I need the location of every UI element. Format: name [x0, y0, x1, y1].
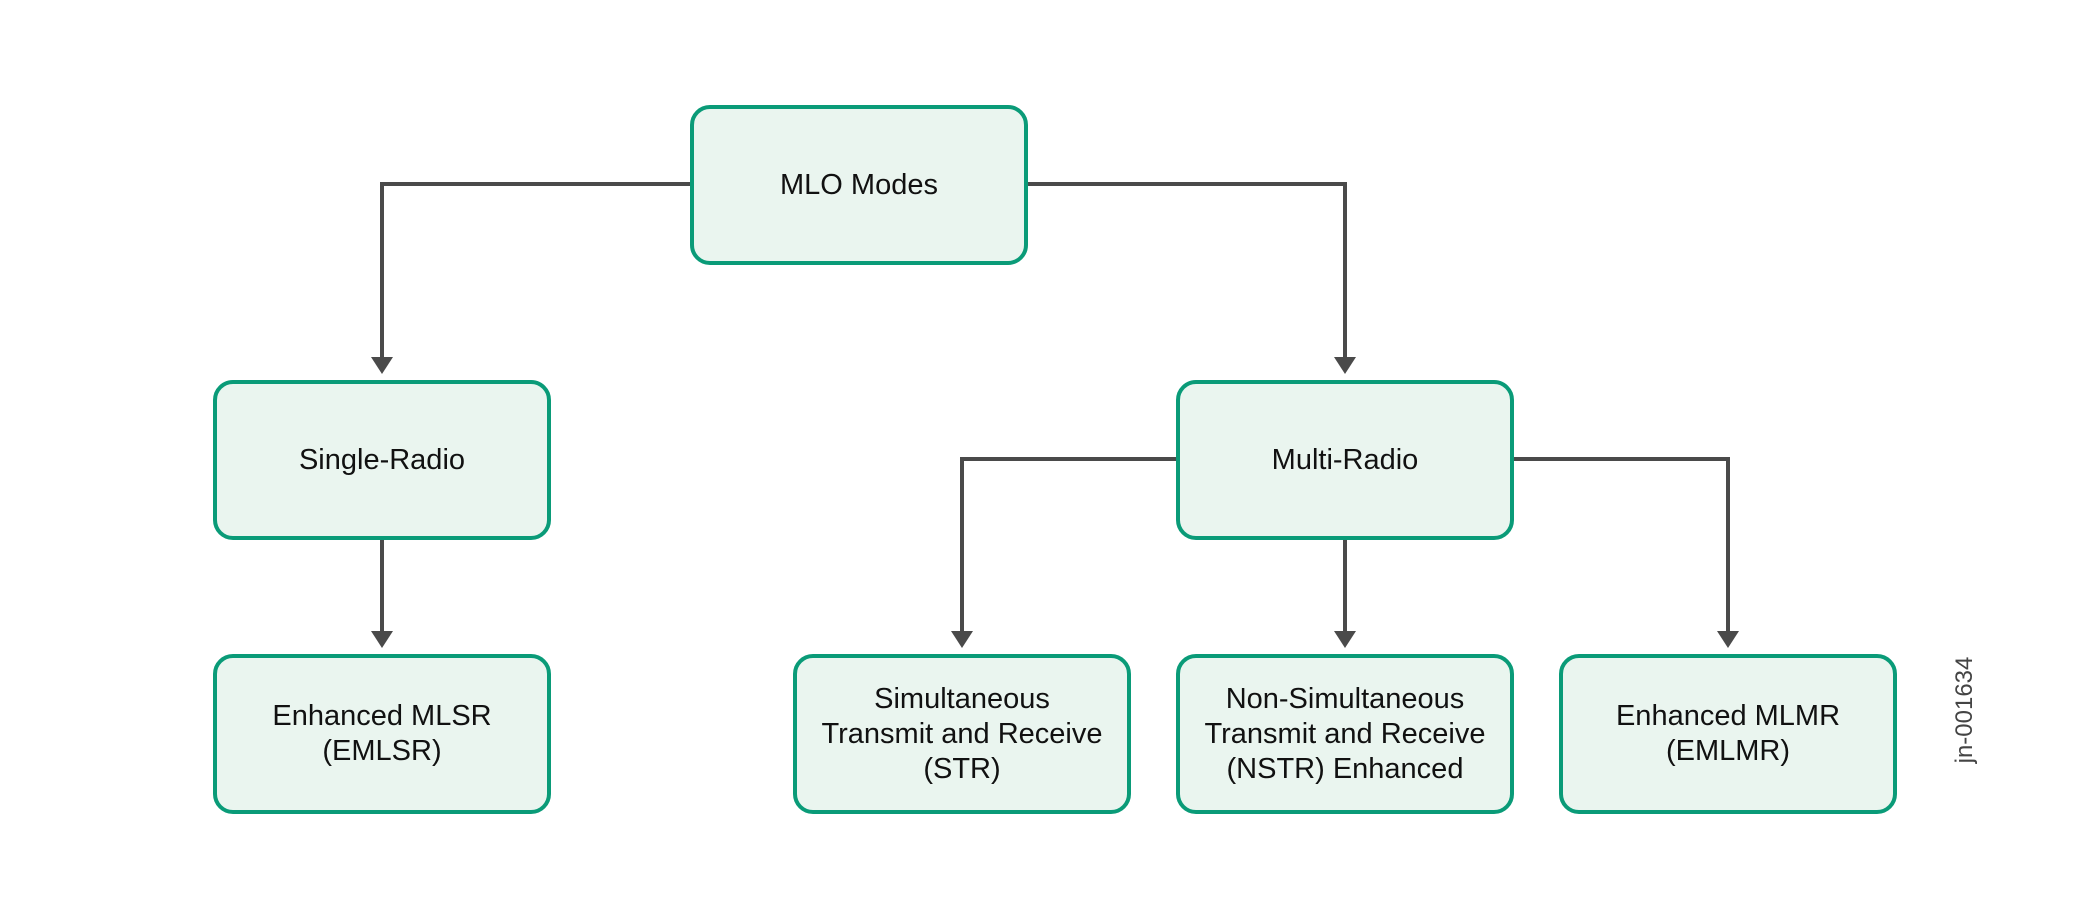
node-single-radio: Single-Radio: [213, 380, 551, 540]
node-label: Simultaneous Transmit and Receive (STR): [821, 682, 1103, 785]
figure-id-watermark: jn-001634: [1951, 656, 1978, 764]
node-mlo-modes: MLO Modes: [690, 105, 1028, 265]
edge-mlo-to-single-radio: [380, 182, 690, 357]
edge-mlo-to-multi-radio: [1028, 182, 1347, 357]
arrowhead-str: [951, 631, 973, 648]
arrowhead-emlmr: [1717, 631, 1739, 648]
node-label: Multi-Radio: [1271, 443, 1419, 476]
node-label: Single-Radio: [298, 443, 466, 476]
node-label: Enhanced MLSR (EMLSR): [272, 700, 492, 767]
node-str: Simultaneous Transmit and Receive (STR): [793, 654, 1131, 814]
arrowhead-single-radio: [371, 357, 393, 374]
node-multi-radio: Multi-Radio: [1176, 380, 1514, 540]
node-nstr: Non-Simultaneous Transmit and Receive (N…: [1176, 654, 1514, 814]
arrowhead-emlsr: [371, 631, 393, 648]
node-label: Enhanced MLMR (EMLMR): [1615, 700, 1841, 767]
node-label: MLO Modes: [780, 168, 938, 201]
edge-multi-radio-to-str: [960, 457, 1176, 631]
arrowhead-nstr: [1334, 631, 1356, 648]
arrowhead-multi-radio: [1334, 357, 1356, 374]
node-emlmr: Enhanced MLMR (EMLMR): [1559, 654, 1897, 814]
node-emlsr: Enhanced MLSR (EMLSR): [213, 654, 551, 814]
node-label: Non-Simultaneous Transmit and Receive (N…: [1204, 682, 1486, 785]
edge-multi-radio-to-emlmr: [1514, 457, 1730, 631]
